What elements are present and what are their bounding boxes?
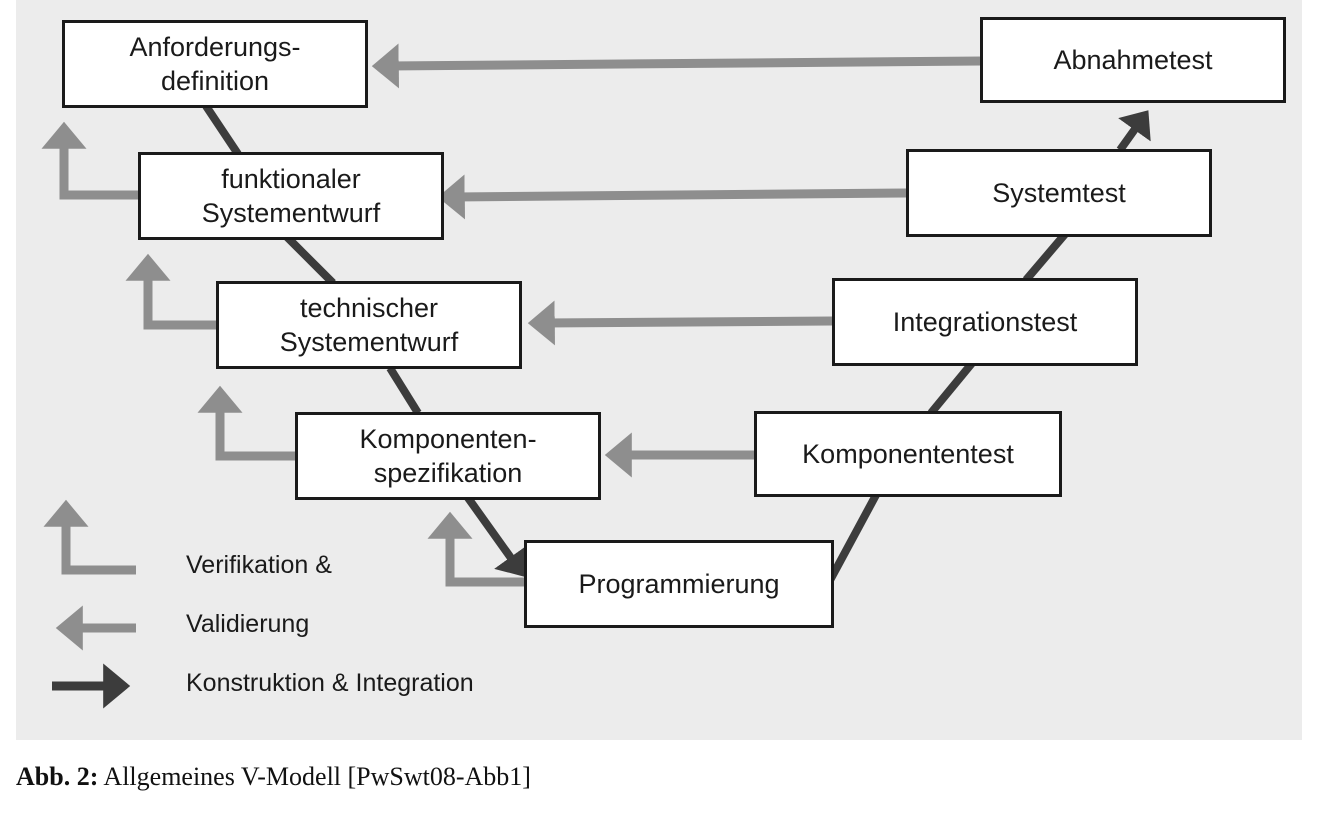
v-line-tech-to-komp [386,365,422,416]
verification-arrow-komp [197,385,295,461]
v-arrow-komp-to-prog [462,492,527,577]
verification-arrow-prog [427,511,524,587]
v-line-ktest-to-itest [927,359,977,416]
caption-text: Allgemeines V-Modell [PwSwt08-Abb1] [98,762,531,791]
validation-arrow-integration [527,300,833,346]
box-funktionaler-systementwurf: funktionaler Systementwurf [138,152,444,240]
legend-verification-arrow [43,499,136,575]
verification-arrow-funk [41,121,138,200]
validation-arrow-system [437,174,907,220]
legend-verification-label: Verifikation & [186,551,332,579]
legend-validation-label: Validierung [186,610,310,638]
v-line-prog-to-ktest [824,493,880,586]
validation-arrow-abnahme [371,43,983,89]
caption-label: Abb. 2: [16,762,99,791]
legend-construction-label: Konstruktion & Integration [186,669,474,697]
verification-arrow-tech [125,253,216,330]
box-systemtest: Systemtest [906,149,1212,237]
figure-caption: Abb. 2: Allgemeines V-Modell [PwSwt08-Ab… [16,762,531,792]
v-arrow-stest-to-abn [1116,110,1151,153]
diagram-scan: Anforderungs- definition funktionaler Sy… [16,0,1302,740]
box-komponentenspezifikation: Komponenten- spezifikation [295,412,601,500]
diagram-canvas [41,43,1151,709]
v-line-funk-to-tech [283,233,336,286]
box-komponententest: Komponententest [754,411,1062,497]
v-line-anf-to-funk [202,103,242,157]
box-anforderungsdefinition: Anforderungs- definition [62,20,368,108]
box-abnahmetest: Abnahmetest [980,17,1286,103]
box-programmierung: Programmierung [524,540,834,628]
box-integrationstest: Integrationstest [832,278,1138,366]
box-technischer-systementwurf: technischer Systementwurf [216,281,522,369]
v-line-itest-to-stest [1022,230,1070,283]
